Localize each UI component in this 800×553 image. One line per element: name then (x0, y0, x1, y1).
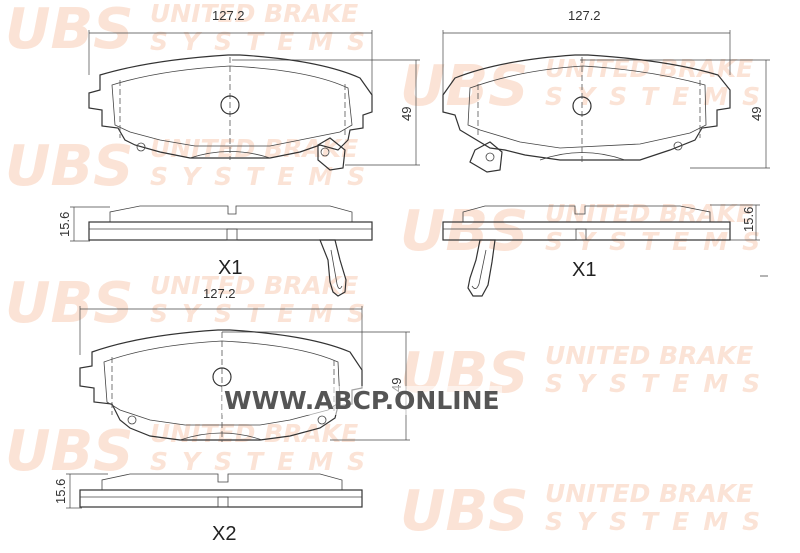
wear-indicator-tab (317, 137, 346, 171)
watermark-line1: UNITED BRAKE (545, 199, 753, 228)
watermark-2: UBS UNITED BRAKE SYSTEMS (5, 134, 379, 199)
watermark-line2: SYSTEMS (150, 299, 379, 328)
wear-indicator-clip (467, 239, 496, 297)
dim-thickness-label: 15.6 (57, 212, 72, 237)
watermark-6: UBS UNITED BRAKE SYSTEMS (400, 199, 774, 264)
pad-front-view-top-left: 127.2 49 (88, 8, 420, 171)
watermark-3: UBS UNITED BRAKE SYSTEMS (5, 271, 379, 336)
dim-height-label: 49 (749, 107, 764, 121)
wear-indicator-inner (330, 249, 343, 289)
watermark-logo: UBS (400, 199, 529, 264)
center-hole (220, 95, 240, 115)
watermark-line2: SYSTEMS (545, 369, 774, 398)
watermark-line1: UNITED BRAKE (150, 0, 358, 28)
watermark-1: UBS UNITED BRAKE SYSTEMS (5, 0, 379, 62)
watermark-logo: UBS (5, 419, 134, 484)
friction-side-outline (101, 473, 343, 490)
friction-side-outline (109, 205, 353, 222)
wear-indicator-hole (320, 147, 330, 157)
pad-side-view-left: 15.6 X1 (57, 205, 373, 297)
backplate-side (442, 221, 731, 241)
rivet-hole-left (127, 415, 137, 425)
wear-indicator-inner (471, 249, 487, 289)
quantity-label: X2 (212, 523, 236, 545)
hidden-lines (119, 57, 346, 160)
pad-side-view-right: 15.6 X1 (442, 204, 768, 297)
rivet-hole-right (673, 141, 683, 151)
friction-side-outline (462, 205, 711, 222)
watermark-logo: UBS (400, 54, 529, 119)
pad-slot (189, 151, 271, 159)
friction-outline (467, 65, 707, 149)
dim-width-label: 127.2 (568, 8, 601, 23)
watermark-logo: UBS (5, 0, 134, 62)
pad-slot (179, 432, 263, 441)
watermark-logo: UBS (5, 134, 134, 199)
watermark-8: UBS UNITED BRAKE SYSTEMS (400, 479, 774, 544)
friction-outline (103, 340, 341, 426)
wear-indicator-hole (485, 152, 495, 162)
dim-width-label: 127.2 (203, 286, 236, 301)
dim-thickness-label: 15.6 (53, 479, 68, 504)
watermark-7: UBS UNITED BRAKE SYSTEMS (400, 341, 774, 406)
center-boss (226, 228, 238, 241)
backplate-side (88, 221, 373, 241)
site-watermark: WWW.ABCP.ONLINE (222, 386, 502, 415)
watermark-line2: SYSTEMS (150, 27, 379, 56)
watermark-logo: UBS (5, 271, 134, 336)
quantity-label: X1 (572, 259, 596, 281)
center-hole (572, 96, 592, 116)
watermark-line2: SYSTEMS (545, 507, 774, 536)
wear-indicator-tab (469, 141, 503, 173)
watermark-line2: SYSTEMS (545, 227, 774, 256)
watermark-line2: SYSTEMS (150, 162, 379, 191)
center-boss (217, 496, 229, 508)
hidden-lines (477, 57, 701, 162)
quantity-label: X1 (218, 257, 242, 279)
watermark-line1: UNITED BRAKE (545, 479, 753, 508)
friction-outline (111, 65, 353, 147)
pad-slot (539, 152, 626, 161)
backplate-outline (442, 54, 731, 161)
watermark-5: UBS UNITED BRAKE SYSTEMS (400, 54, 774, 119)
watermark-line1: UNITED BRAKE (545, 54, 753, 83)
backplate-outline (88, 54, 373, 159)
backplate-outline (79, 329, 363, 441)
wear-indicator-clip (319, 239, 347, 297)
backplate-side (79, 489, 363, 508)
dim-thickness-label: 15.6 (741, 207, 756, 232)
pad-side-view-bottom: 15.6 X2 (53, 473, 363, 545)
watermark-logo: UBS (400, 479, 529, 544)
watermark-line1: UNITED BRAKE (545, 341, 753, 370)
dim-width-label: 127.2 (212, 8, 245, 23)
dim-height-label: 49 (399, 107, 414, 121)
watermark-line2: SYSTEMS (545, 82, 774, 111)
pad-front-view-bottom: 127.2 49 (79, 286, 410, 442)
rivet-hole-left (136, 142, 146, 152)
pad-front-view-top-right: 127.2 49 (442, 8, 770, 173)
watermark-line1: UNITED BRAKE (150, 271, 358, 300)
rivet-hole-right (317, 415, 327, 425)
watermark-line2: SYSTEMS (150, 447, 379, 476)
center-boss (575, 228, 587, 241)
